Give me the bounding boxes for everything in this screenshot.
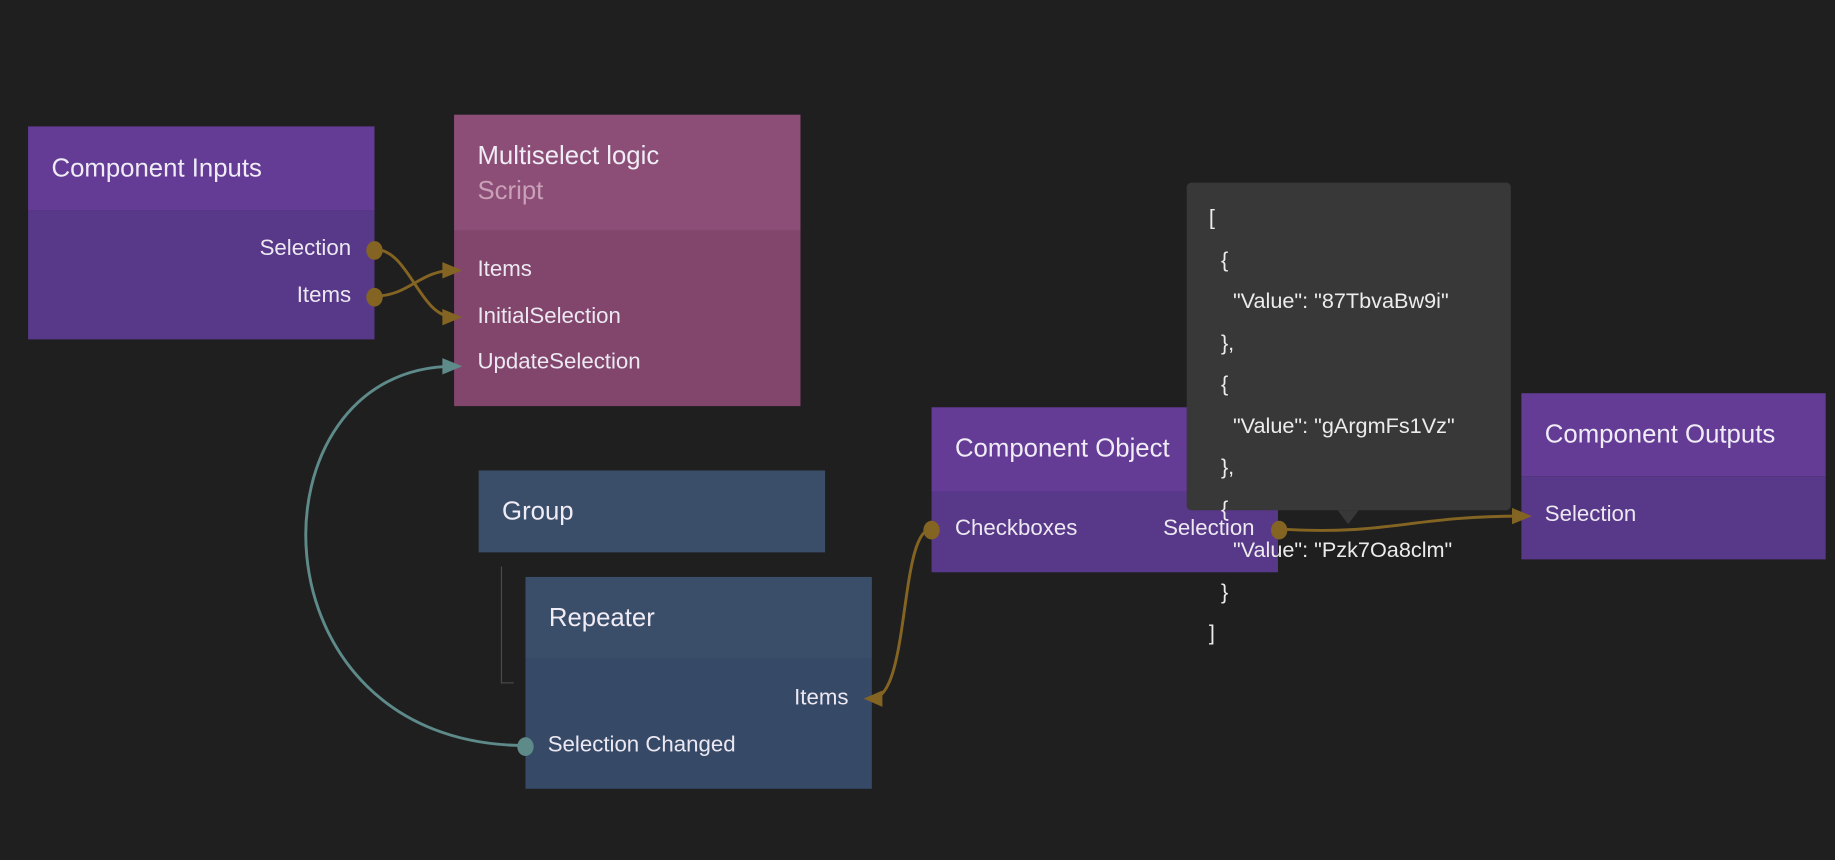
node-title: Component Outputs <box>1521 393 1826 477</box>
wire-selection-to-initialselection <box>374 247 455 319</box>
port-initial-selection[interactable]: InitialSelection <box>477 304 621 329</box>
wire-items-to-items <box>374 268 455 298</box>
tooltip-pointer <box>1337 510 1359 525</box>
port-items[interactable]: Items <box>296 283 352 308</box>
node-title: Component Inputs <box>28 126 375 211</box>
node-title: Group <box>478 470 826 553</box>
port-selection[interactable]: Selection <box>1544 502 1637 527</box>
port-selection[interactable]: Selection <box>1163 516 1255 541</box>
tooltip-json: [ { "Value": "87TbvaBw9i" }, { "Value": … <box>1208 204 1455 645</box>
wire-checkboxes-to-repeater-items <box>871 527 932 701</box>
port-selection[interactable]: Selection <box>259 236 352 261</box>
value-tooltip: [ { "Value": "87TbvaBw9i" }, { "Value": … <box>1186 182 1511 645</box>
hierarchy-bracket <box>500 566 514 684</box>
component-inputs-node[interactable]: Component Inputs Selection Items <box>28 126 375 340</box>
port-selection-changed[interactable]: Selection Changed <box>547 732 736 758</box>
port-items[interactable]: Items <box>477 257 532 283</box>
repeater-node[interactable]: Repeater Items Selection Changed <box>525 576 872 789</box>
multiselect-logic-node[interactable]: Multiselect logic Script Items InitialSe… <box>454 114 801 407</box>
port-update-selection[interactable]: UpdateSelection <box>477 349 641 375</box>
component-outputs-node[interactable]: Component Outputs Selection <box>1521 393 1826 560</box>
wire-selectionchanged-to-updateselection <box>304 364 526 747</box>
port-items[interactable]: Items <box>794 685 849 711</box>
node-title: Repeater <box>525 576 872 659</box>
node-subtitle: Script <box>477 175 544 205</box>
port-checkboxes[interactable]: Checkboxes <box>954 516 1078 541</box>
node-title: Multiselect logic <box>477 140 660 170</box>
group-node[interactable]: Group <box>478 470 826 553</box>
